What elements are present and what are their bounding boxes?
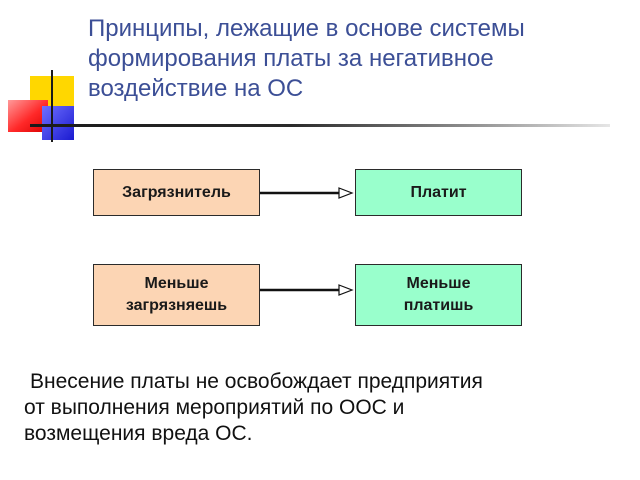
title-line: Принципы, лежащие в основе системы bbox=[88, 15, 525, 42]
node-label: Меньше платишь bbox=[403, 275, 474, 314]
node-polluter: Загрязнитель bbox=[93, 169, 260, 216]
node-label: Загрязнитель bbox=[122, 183, 231, 201]
node-pollute-less: Меньше загрязняешь bbox=[93, 264, 260, 326]
node-label: Платит bbox=[410, 183, 467, 201]
title-line: воздействие на ОС bbox=[88, 75, 304, 102]
title-divider bbox=[30, 124, 610, 127]
corner-squares-icon bbox=[8, 70, 74, 142]
note-line: от выполнения мероприятий по ООС и bbox=[24, 396, 405, 419]
node-pays: Платит bbox=[355, 169, 522, 216]
slide-title: Принципы, лежащие в основе системы форми… bbox=[88, 14, 618, 104]
arrowhead-icon bbox=[338, 284, 354, 296]
note-line: возмещения вреда ОС. bbox=[24, 422, 253, 445]
title-line: формирования платы за негативное bbox=[88, 45, 494, 72]
node-pay-less: Меньше платишь bbox=[355, 264, 522, 326]
note-line: Внесение платы не освобождает предприяти… bbox=[30, 370, 483, 393]
arrowhead-icon bbox=[338, 187, 354, 199]
node-label: Меньше загрязняешь bbox=[125, 275, 228, 314]
footnote-text: Внесение платы не освобождает предприяти… bbox=[24, 369, 624, 447]
